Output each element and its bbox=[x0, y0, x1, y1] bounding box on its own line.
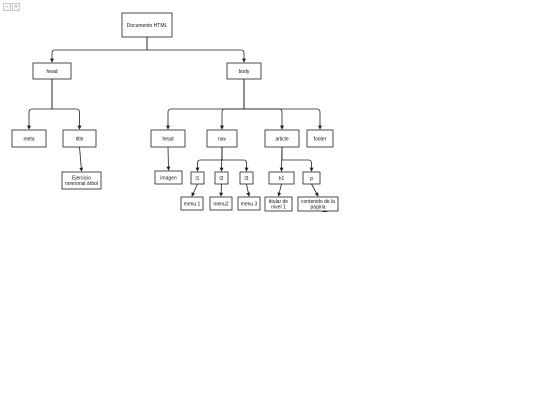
edge-l1-to-menu1 bbox=[191, 183, 198, 197]
node-box bbox=[239, 171, 254, 185]
node-label: l3 bbox=[245, 176, 249, 182]
node-label: article bbox=[275, 136, 289, 142]
node-box bbox=[150, 129, 186, 148]
node-label: menu2 bbox=[213, 201, 229, 207]
node-label: l1 bbox=[196, 176, 200, 182]
node-label: nivel 1 bbox=[271, 205, 286, 211]
node-label: footer bbox=[314, 136, 327, 142]
node-label: nonnonal árbol bbox=[65, 181, 98, 187]
zoom-out-button[interactable]: − bbox=[3, 3, 11, 11]
node-article: article bbox=[264, 129, 300, 148]
node-label: contenido de la bbox=[301, 199, 335, 205]
node-box bbox=[190, 171, 205, 185]
edge-body-to-body-head bbox=[166, 79, 245, 130]
edge-root-to-body bbox=[146, 37, 246, 63]
node-h1: h1 bbox=[268, 171, 295, 185]
edge-article-to-p bbox=[281, 147, 314, 172]
node-box bbox=[226, 62, 262, 80]
edge-p-to-contenido bbox=[311, 183, 319, 197]
node-nav: nav bbox=[206, 129, 238, 148]
node-label: Ejercicio bbox=[72, 176, 91, 182]
edge-h1-to-titular bbox=[277, 183, 282, 197]
edge-l2-to-menu2 bbox=[219, 183, 224, 197]
node-menu1: menu 1 bbox=[180, 196, 204, 211]
minus-icon: − bbox=[5, 4, 9, 10]
edge-head-to-meta bbox=[27, 79, 53, 130]
node-menu3: menu 3 bbox=[237, 196, 261, 211]
node-box bbox=[61, 171, 102, 190]
edges bbox=[27, 37, 328, 212]
node-label: menu 1 bbox=[184, 201, 201, 207]
node-label: head bbox=[46, 69, 57, 75]
node-box bbox=[154, 170, 183, 185]
node-box bbox=[32, 62, 72, 80]
edge-l3-to-menu3 bbox=[246, 183, 251, 197]
node-box bbox=[264, 196, 293, 212]
node-box bbox=[11, 129, 47, 148]
node-head: head bbox=[32, 62, 72, 80]
node-label: titular de bbox=[269, 199, 288, 205]
node-imagen: imagen bbox=[154, 170, 183, 185]
plus-icon: + bbox=[14, 4, 18, 10]
nodes: Documento HTML head body meta titleEjercicio… bbox=[11, 12, 339, 212]
edge-body-to-article bbox=[243, 79, 284, 130]
node-box bbox=[302, 171, 321, 185]
zoom-in-button[interactable]: + bbox=[12, 3, 20, 11]
diagram-toolbar: − + bbox=[3, 3, 20, 11]
node-label: meta bbox=[23, 136, 34, 142]
node-box bbox=[206, 129, 238, 148]
edge-body-head-to-imagen bbox=[166, 146, 171, 171]
edge-root-to-head bbox=[50, 37, 148, 63]
node-label: menu 3 bbox=[241, 201, 258, 207]
node-label: title bbox=[76, 136, 84, 142]
node-l2: l2 bbox=[214, 171, 229, 185]
node-label: imagen bbox=[160, 175, 177, 181]
node-box bbox=[237, 196, 261, 211]
edge-body-to-footer bbox=[243, 79, 322, 130]
node-l3: l3 bbox=[239, 171, 254, 185]
edge-nav-to-l1 bbox=[195, 147, 223, 172]
node-box bbox=[209, 196, 233, 211]
node-box bbox=[62, 129, 97, 148]
edge-head-to-title bbox=[51, 79, 82, 130]
node-label: h1 bbox=[279, 176, 285, 182]
node-box bbox=[297, 196, 339, 212]
node-title: title bbox=[62, 129, 97, 148]
edge-body-to-nav bbox=[220, 79, 245, 130]
node-box bbox=[180, 196, 204, 211]
node-p: p bbox=[302, 171, 321, 185]
edge-title-to-title-text bbox=[79, 146, 84, 172]
node-label: body bbox=[239, 69, 250, 75]
node-footer: footer bbox=[306, 129, 334, 148]
node-label: head bbox=[162, 136, 173, 142]
node-menu2: menu2 bbox=[209, 196, 233, 211]
edge-nav-to-l3 bbox=[221, 147, 249, 172]
node-label: p bbox=[310, 176, 313, 182]
node-label: Documento HTML bbox=[127, 23, 168, 29]
node-box bbox=[214, 171, 229, 185]
node-label: nav bbox=[218, 136, 227, 142]
node-root: Documento HTML bbox=[121, 12, 173, 38]
node-box bbox=[268, 171, 295, 185]
node-label: l2 bbox=[220, 176, 224, 182]
node-label: pagina bbox=[310, 205, 325, 211]
node-l1: l1 bbox=[190, 171, 205, 185]
node-box bbox=[121, 12, 173, 38]
node-meta: meta bbox=[11, 129, 47, 148]
node-body: body bbox=[226, 62, 262, 80]
node-box bbox=[264, 129, 300, 148]
node-box bbox=[306, 129, 334, 148]
node-body-head: head bbox=[150, 129, 186, 148]
